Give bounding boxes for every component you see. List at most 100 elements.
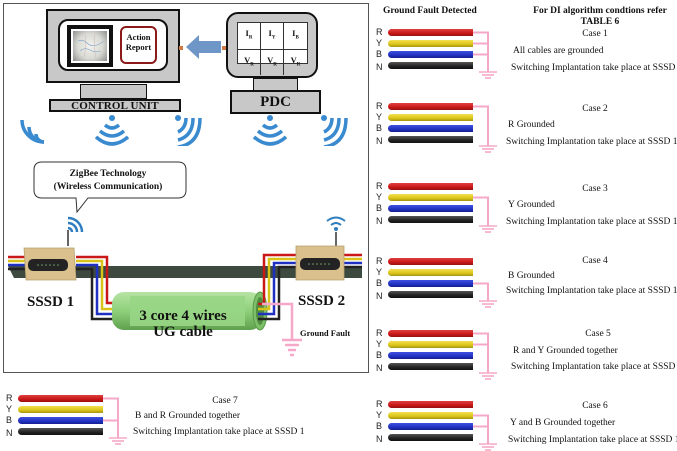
wire-label-n: N	[376, 291, 383, 301]
wire-label-y: Y	[6, 404, 13, 414]
wire-label-b: B	[376, 278, 383, 288]
wire-r	[388, 330, 473, 337]
wire-y	[388, 341, 473, 348]
control-unit-monitor: Action Report	[46, 9, 180, 83]
pdc-cell: IY	[261, 23, 284, 50]
wire-y	[388, 114, 473, 121]
control-unit-stand	[80, 84, 147, 99]
wire-label-r: R	[376, 101, 383, 111]
pdc-measurement-grid: IR IY IB VR VR VR	[237, 22, 308, 76]
pdc-cell: IR	[238, 23, 261, 50]
map-display	[67, 25, 113, 67]
sssd1-antenna-icon	[67, 216, 84, 233]
sssd2-box	[295, 245, 345, 281]
control-unit-screen: Action Report	[58, 19, 168, 71]
wire-label-y: Y	[376, 339, 383, 349]
wire-n	[388, 291, 473, 298]
wireless-signal-icon	[175, 115, 202, 146]
case-title: Case 2	[582, 104, 608, 114]
case-action: Switching Implantation take place at SSS…	[506, 217, 677, 227]
wire-label-b: B	[376, 350, 383, 360]
control-unit-label: CONTROL UNIT	[49, 99, 181, 112]
wire-y	[388, 412, 473, 419]
wire-r	[388, 183, 473, 190]
wire-label-r: R	[376, 328, 383, 338]
cable-scene	[8, 216, 362, 357]
pdc-cell: VR	[261, 49, 284, 76]
zigbee-speech-bubble	[33, 161, 187, 214]
case-title: Case 4	[582, 256, 608, 266]
wire-n	[388, 62, 473, 69]
wire-label-b: B	[376, 49, 383, 59]
wire-label-n: N	[376, 363, 383, 373]
case-action: Switching Implantation take place at SSS…	[133, 427, 305, 437]
action-report-box: Action Report	[120, 26, 157, 64]
cable-label-line1: 3 core 4 wires	[139, 308, 227, 324]
wire-label-b: B	[376, 123, 383, 133]
wire-b	[388, 280, 473, 287]
wire-label-r: R	[376, 256, 383, 266]
ground-icon	[473, 31, 497, 79]
di-ref-line1: For DI algorithm condtions refer	[533, 6, 667, 16]
action-report-line2: Report	[125, 42, 152, 52]
wire-b	[388, 125, 473, 132]
wire-label-n: N	[376, 136, 383, 146]
ground-icon	[473, 196, 497, 233]
wire-label-n: N	[376, 62, 383, 72]
pdc-monitor: IR IY IB VR VR VR	[226, 12, 318, 78]
wire-label-r: R	[376, 27, 383, 37]
wire-label-y: Y	[376, 192, 383, 202]
wireless-signal-icon	[253, 115, 287, 146]
wire-r	[388, 258, 473, 265]
wire-y	[388, 40, 473, 47]
ground-icon	[473, 105, 497, 153]
ground-fault-symbol	[262, 302, 302, 357]
ground-icon	[473, 414, 497, 451]
case-description: B and R Grounded together	[135, 411, 241, 421]
wire-r	[388, 401, 473, 408]
wire-y	[388, 269, 473, 276]
wire-label-r: R	[376, 181, 383, 191]
case-title: Case 3	[582, 184, 608, 194]
wire-label-n: N	[376, 216, 383, 226]
ug-cable-label: 3 core 4 wires UG cable	[128, 308, 238, 340]
case-title: Case 5	[585, 329, 611, 339]
data-flow-arrow-icon	[186, 35, 221, 59]
ground-fault-label: Ground Fault	[300, 328, 351, 338]
wire-label-y: Y	[376, 410, 383, 420]
zigbee-label: ZigBee Technology (Wireless Communicatio…	[40, 168, 176, 194]
case-description: Y Grounded	[508, 200, 555, 210]
wire-b	[388, 423, 473, 430]
pdc-port	[222, 46, 226, 50]
wire-n	[18, 428, 103, 435]
ground-fault-detected-heading: Ground Fault Detected	[383, 6, 477, 16]
action-report-line1: Action	[126, 32, 151, 42]
sssd2-label: SSSD 2	[298, 293, 346, 309]
wire-n	[388, 434, 473, 441]
wire-label-n: N	[6, 428, 13, 438]
wire-label-r: R	[376, 399, 383, 409]
wire-b	[18, 417, 103, 424]
wire-label-b: B	[376, 203, 383, 213]
wire-label-b: B	[376, 421, 383, 431]
wire-label-y: Y	[376, 38, 383, 48]
zigbee-line1: ZigBee Technology	[69, 169, 147, 179]
di-reference-heading: For DI algorithm condtions refer TABLE 6	[520, 6, 677, 28]
case-action: Switching Implantation take place at SSS…	[506, 137, 677, 147]
wire-y	[18, 406, 103, 413]
wire-r	[18, 395, 103, 402]
wire-b	[388, 51, 473, 58]
ground-icon	[103, 397, 127, 445]
wire-n	[388, 216, 473, 223]
wire-label-y: Y	[376, 267, 383, 277]
ground-icon	[473, 282, 497, 308]
sssd2-antenna-icon	[326, 216, 346, 231]
wire-y	[388, 194, 473, 201]
di-ref-line2: TABLE 6	[580, 17, 620, 27]
pdc-cell: VR	[290, 54, 301, 68]
